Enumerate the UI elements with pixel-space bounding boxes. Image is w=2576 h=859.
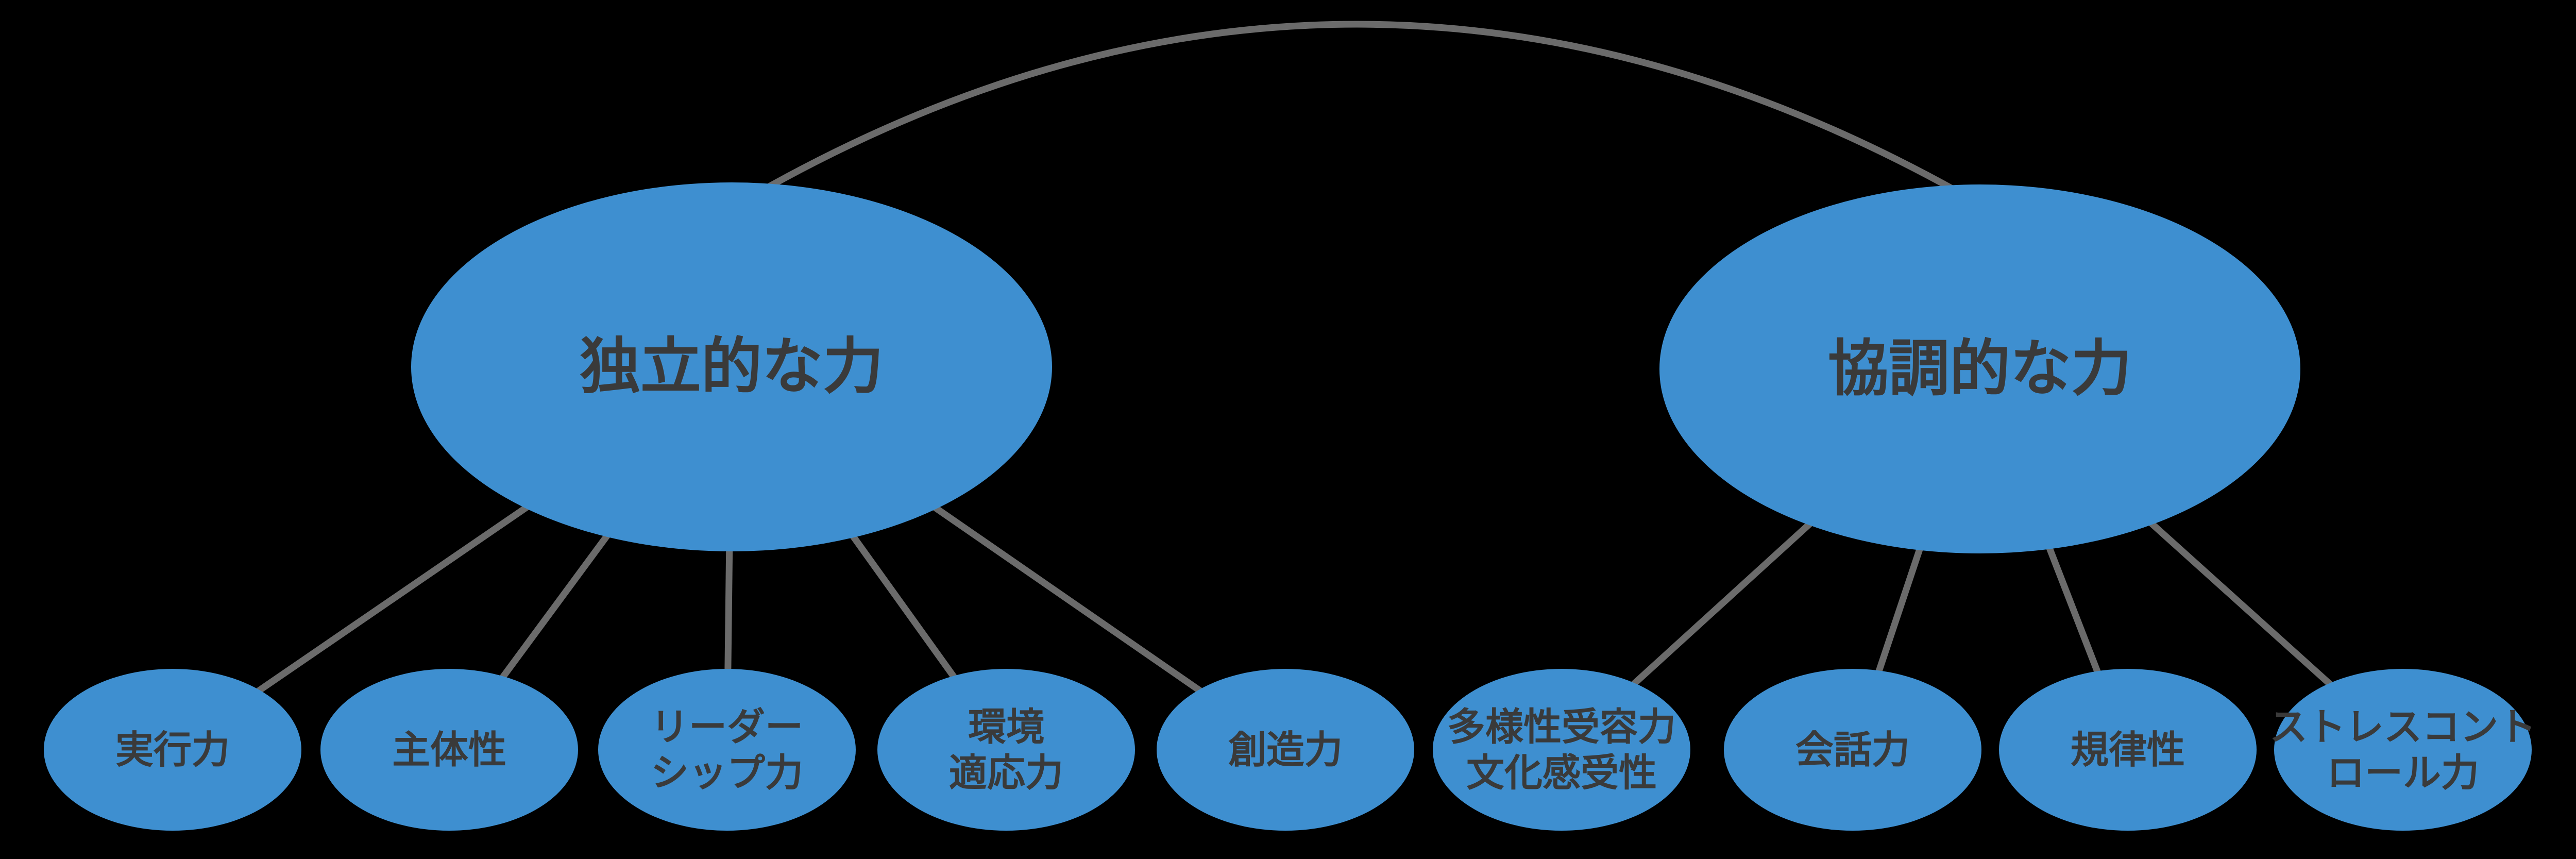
node-label: 規律性: [2071, 729, 2185, 771]
node-label: リーダー: [651, 705, 803, 748]
child-node-8: [2274, 669, 2532, 831]
child-node-0: [44, 669, 301, 831]
parent-node-independent: [411, 182, 1052, 551]
node-label: 創造力: [1228, 729, 1343, 771]
node-label: 会話力: [1795, 729, 1910, 771]
node-label: 環境: [968, 705, 1044, 748]
node-label: 文化感受性: [1466, 751, 1657, 794]
child-node-1: [320, 669, 578, 831]
parent-node-cooperative: [1659, 184, 2300, 553]
child-node-2: [598, 669, 856, 831]
node-label: 主体性: [392, 729, 506, 771]
child-node-5: [1433, 669, 1690, 831]
child-node-6: [1724, 669, 1981, 831]
node-label: 適応力: [949, 751, 1063, 794]
node-label: ロール力: [2327, 751, 2479, 794]
node-label: 独立的な力: [580, 333, 884, 401]
node-label: 協調的な力: [1828, 335, 2132, 403]
node-label: シップ力: [651, 751, 803, 794]
child-node-4: [1157, 669, 1414, 831]
child-node-7: [1999, 669, 2257, 831]
node-label: 実行力: [115, 729, 230, 771]
parent-link-arc: [758, 21, 1960, 195]
node-label: 多様性受容力: [1447, 705, 1676, 748]
node-label: ストレスコント: [2269, 705, 2536, 748]
child-node-3: [877, 669, 1135, 831]
